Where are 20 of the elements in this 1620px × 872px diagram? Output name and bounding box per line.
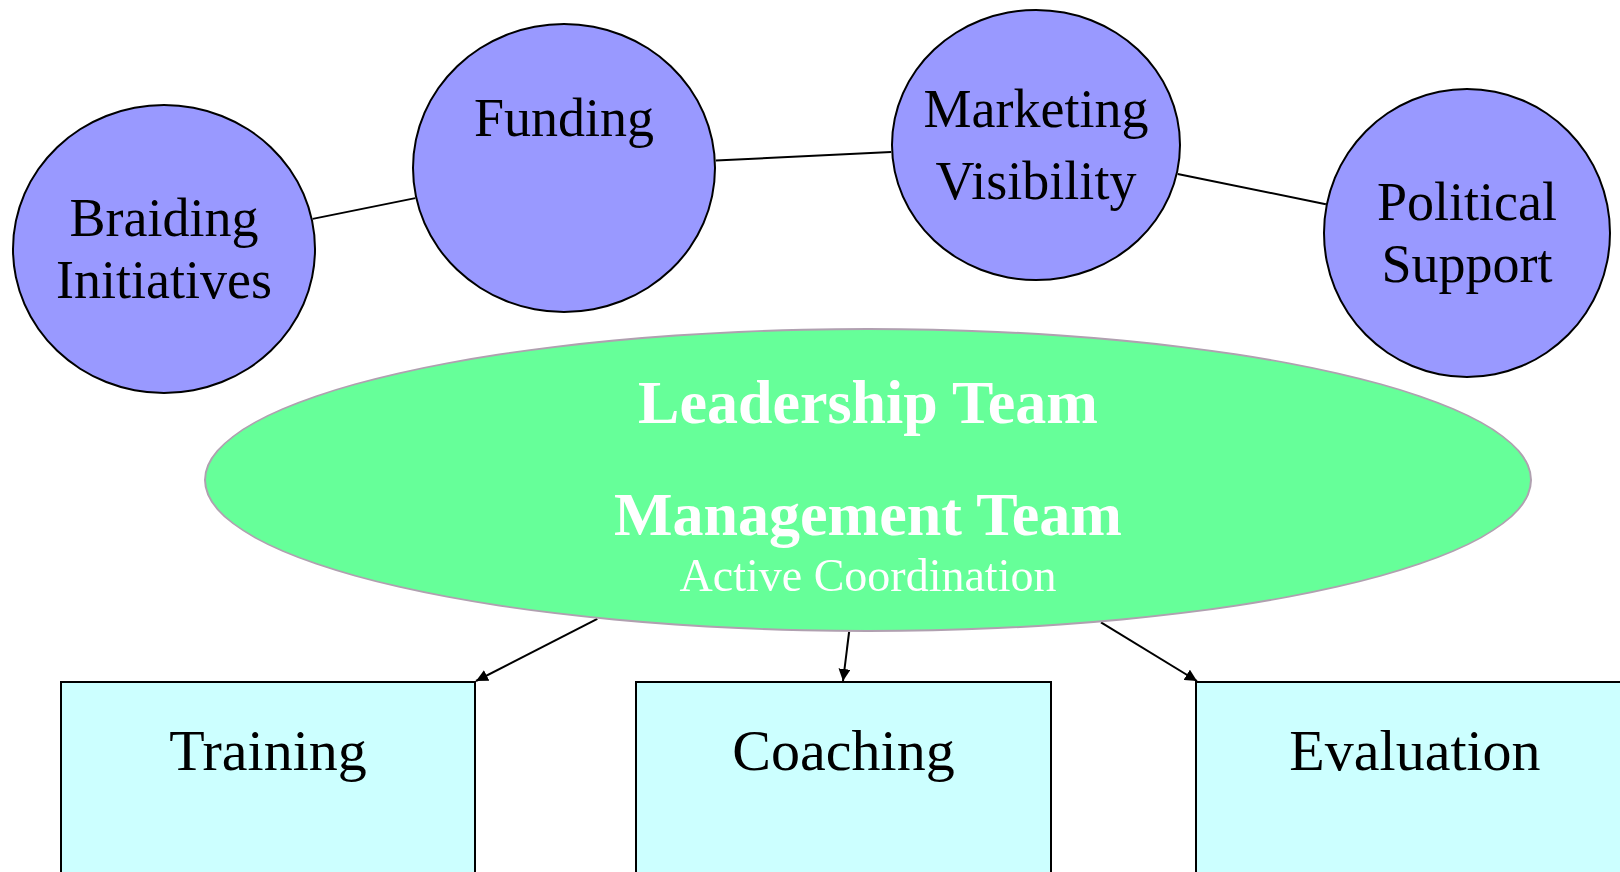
node-label: Marketing bbox=[923, 77, 1149, 140]
process-box bbox=[635, 681, 1052, 872]
arrow bbox=[1100, 621, 1198, 682]
connector-line bbox=[1176, 172, 1327, 206]
node-label: Coaching bbox=[732, 717, 955, 785]
node-label: Political Support bbox=[1376, 170, 1558, 296]
connector-line bbox=[714, 151, 893, 162]
arrow bbox=[838, 630, 851, 682]
node-label: Visibility bbox=[935, 150, 1137, 213]
node-label: Braiding Initiatives bbox=[55, 186, 273, 312]
node-label: Training bbox=[169, 717, 367, 785]
node-label: Management Team bbox=[614, 478, 1122, 550]
node-label: Evaluation bbox=[1289, 717, 1541, 785]
arrow bbox=[475, 617, 599, 682]
node-label: Funding bbox=[473, 86, 654, 150]
connector-line bbox=[311, 197, 417, 220]
subtitle-text: Active Coordination bbox=[679, 549, 1057, 603]
process-box bbox=[60, 681, 476, 872]
node-label: Leadership Team bbox=[638, 367, 1098, 439]
process-box bbox=[1195, 681, 1620, 872]
